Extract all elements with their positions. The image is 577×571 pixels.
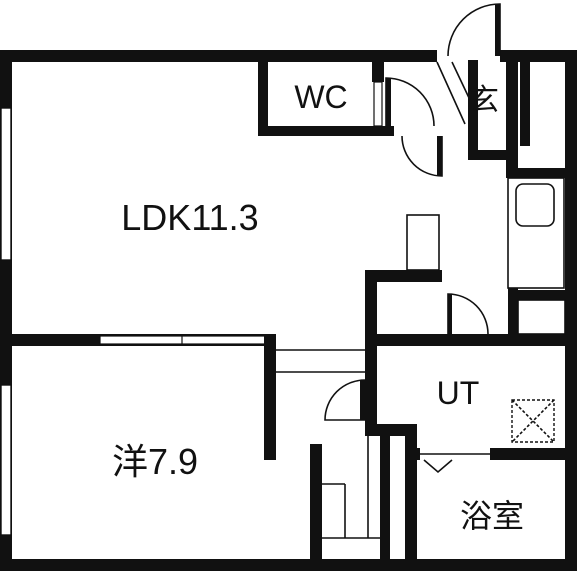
ut-left-wall-upper <box>365 334 377 434</box>
kitchen-side-wall <box>508 288 518 338</box>
kitchen <box>406 177 565 289</box>
window-ldk <box>0 107 12 261</box>
wc-door-leaf <box>386 78 391 126</box>
ut-bottom-left-wall <box>365 424 417 436</box>
western-door-leaf <box>360 380 365 420</box>
room-label-ldk: LDK11.3 <box>121 197 258 238</box>
entrance-bottom-wall <box>468 150 508 160</box>
corridor-left-wall <box>365 270 377 350</box>
storage-bottom-wall <box>506 168 577 178</box>
entrance-door[interactable] <box>447 3 501 57</box>
closet-right-wall <box>380 435 390 571</box>
doors <box>324 3 501 421</box>
room-label-entrance: 玄 <box>469 84 499 117</box>
top-wall-right <box>500 50 577 62</box>
room-label-western: 洋7.9 <box>112 441 198 482</box>
closet <box>276 349 380 539</box>
sliding-doors-ldk[interactable] <box>99 335 267 345</box>
sliding-door-panel-1[interactable] <box>99 335 185 345</box>
wc-bottom-wall <box>258 126 394 136</box>
room-label-utility: UT <box>437 375 480 411</box>
wc-left-wall <box>258 56 268 136</box>
western-door[interactable] <box>324 379 366 421</box>
western-right-wall-upper <box>264 334 276 460</box>
kitchen-sink <box>515 183 555 227</box>
wc-door[interactable] <box>385 77 435 127</box>
fridge-space <box>406 214 440 271</box>
top-wall-left <box>0 50 437 62</box>
corridor-top-wall <box>365 270 442 282</box>
bottom-wall <box>0 559 577 571</box>
room-label-bath: 浴室 <box>460 498 524 534</box>
wc-door-jamb-top <box>372 60 384 82</box>
storage-inner-wall <box>520 60 530 146</box>
wc-walls <box>258 56 394 136</box>
right-wall <box>565 50 577 571</box>
storage-left-wall <box>506 60 518 178</box>
room-label-wc: WC <box>294 79 347 115</box>
bath-door-marker[interactable] <box>423 459 453 474</box>
corridor-door-leaf <box>448 294 452 334</box>
window-western <box>0 384 12 536</box>
washing-machine-pan <box>511 399 555 443</box>
entrance-right-wall <box>468 60 478 160</box>
entrance-step-line <box>436 61 466 125</box>
kitchen-shelf <box>517 299 566 335</box>
shoe-storage <box>530 64 565 146</box>
left-windows <box>0 107 12 536</box>
bath-left-wall <box>405 424 417 571</box>
corridor-bottom-wall <box>365 334 577 346</box>
corridor-door[interactable] <box>447 293 489 335</box>
middle-walls <box>365 270 577 350</box>
kitchen-bottom-wall <box>508 290 565 300</box>
entrance-step-line-2 <box>451 61 471 101</box>
hall-door[interactable] <box>401 135 443 177</box>
sliding-door-panel-2[interactable] <box>181 335 267 345</box>
closet-left-wall <box>310 444 322 571</box>
wc-door-frame <box>373 81 383 127</box>
entrance-door-leaf <box>495 4 500 56</box>
hall-door-leaf <box>437 136 442 176</box>
entrance-walls <box>468 60 577 178</box>
